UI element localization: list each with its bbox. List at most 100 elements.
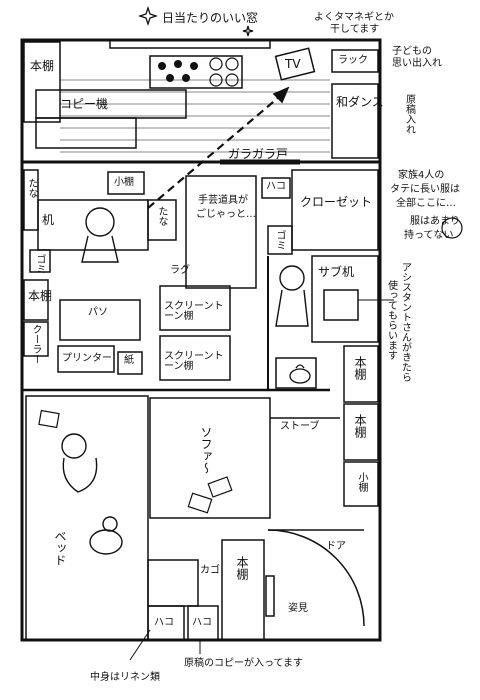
top-bookshelf-label: 本棚 [30, 59, 55, 73]
gomi-mid [267, 225, 293, 255]
left-bookshelf-label: 本棚 [28, 289, 53, 303]
clothes-unheld-2: 持ってない [404, 230, 454, 241]
pointer-linen [129, 629, 151, 661]
door-swing [267, 529, 365, 627]
tone-shelf-label-1: スクリーントーン棚 [164, 301, 224, 322]
mirror-label: 姿見 [288, 603, 308, 614]
onion-note-2: 干してます [330, 24, 380, 35]
paper-label: 紙 [124, 355, 134, 366]
rack [331, 49, 379, 73]
onion-note-1: よくタマネギとか [314, 12, 394, 23]
person-at-desk-icon [81, 207, 119, 263]
door-label: ドア [326, 541, 346, 552]
small-shelf-right-label: 小棚 [356, 472, 367, 492]
tone-shelf-2 [159, 335, 231, 381]
pc-label: パソ [88, 307, 108, 318]
kettle-icon [289, 364, 311, 384]
cat-icon [89, 516, 123, 555]
wardrobe [331, 83, 379, 159]
bottom-bookshelf-label: 本棚 [235, 556, 249, 580]
rug-label: ラグ [170, 265, 190, 276]
hako-box-1-label: ハコ [154, 617, 174, 628]
family-clothes-3: 全部ここに… [396, 198, 456, 209]
cooler [23, 321, 49, 357]
clothes-unheld-1: 服はあまり [410, 216, 460, 227]
printer-label: プリンター [62, 353, 112, 364]
right-bookshelf-label-1: 本棚 [353, 356, 367, 380]
printer [57, 345, 115, 373]
cooler-label: クーラー [30, 324, 41, 364]
tv-set [274, 47, 316, 81]
wardrobe-label: 和ダンス [336, 95, 384, 109]
book-icon [38, 409, 233, 514]
mirror [265, 575, 275, 617]
bottom-bookshelf [221, 539, 265, 641]
box-2 [187, 605, 219, 641]
kago-label: カゴ [200, 565, 220, 576]
sleeping-person-icon [61, 433, 98, 493]
gomi-left [29, 249, 51, 273]
small-shelf-right [343, 461, 379, 507]
floor-boards [60, 79, 330, 153]
children-memory-1: 子どもの [392, 46, 432, 57]
children-memory-2: 思い出入れ [392, 58, 442, 69]
pc-desk [59, 299, 141, 341]
path-arrow [147, 91, 286, 209]
right-bookshelf-2 [343, 403, 379, 461]
face-icon [441, 217, 463, 239]
hako-top-label: ハコ [266, 181, 286, 192]
bed [25, 395, 149, 641]
gomi-mid-label: ゴミ [274, 230, 285, 250]
onion-icon [158, 60, 198, 82]
paper-tray [117, 351, 143, 375]
window-label: 日当たりのいい窓 [162, 11, 259, 25]
rack-label: ラック [338, 55, 368, 66]
glass-door-label: ガラガラ戸 [228, 147, 289, 161]
assistant-note-2: 使ってもらいます [385, 280, 397, 360]
family-clothes-1: 家族4人の [398, 170, 445, 181]
hako-box [261, 177, 291, 199]
gomi-left-label: ゴミ [34, 254, 45, 274]
top-bookshelf [23, 41, 61, 123]
sparkle-icon [137, 5, 254, 37]
tone-shelf-label-2: スクリーントーン棚 [164, 351, 224, 372]
small-shelf [107, 171, 145, 195]
sofa-label: ソファ～ [199, 426, 213, 474]
tools-label-2: ごじゃっと… [196, 209, 256, 220]
sub-desk-label: サブ机 [318, 265, 355, 279]
stove-label: ストーブ [280, 421, 320, 432]
copier-base [35, 117, 137, 149]
copy-note: 原稿のコピーが入ってます [184, 658, 303, 669]
right-bookshelf-label-2: 本棚 [353, 414, 367, 438]
desk [37, 199, 149, 251]
right-bookshelf-1 [343, 345, 379, 403]
tv-label: TV [285, 57, 301, 71]
family-clothes-2: タテに長い服は [390, 184, 460, 195]
kettle-table [275, 357, 317, 389]
bed-label: ベッド [53, 530, 67, 566]
window [109, 39, 271, 49]
closet-door [291, 169, 379, 251]
arrow-head [272, 86, 290, 104]
onion-icon [209, 57, 239, 87]
person-at-sub-desk-icon [275, 265, 309, 327]
tana-small-label: たな [156, 206, 167, 226]
box-1 [147, 605, 185, 641]
onion-mat [149, 55, 243, 89]
hako-box-2-label: ハコ [192, 617, 212, 628]
tools-label-1: 手芸道具が [198, 195, 248, 206]
linen-note: 中身はリネン類 [90, 672, 160, 683]
copier-label: コピー機 [60, 97, 109, 111]
manuscript-store-label: 原稿入れ [403, 94, 415, 134]
laptop [323, 289, 359, 321]
assistant-note-1: アシスタントさんがきたら [399, 262, 411, 382]
closet-label: クローゼット [300, 195, 373, 209]
craft-tools-closet [185, 175, 257, 289]
left-bookshelf [23, 279, 49, 321]
basket [147, 559, 199, 607]
small-shelf-label: 小棚 [114, 177, 134, 188]
sub-desk [311, 255, 379, 343]
desk-label: 机 [42, 213, 55, 227]
tana-left-label: たな [26, 178, 37, 198]
